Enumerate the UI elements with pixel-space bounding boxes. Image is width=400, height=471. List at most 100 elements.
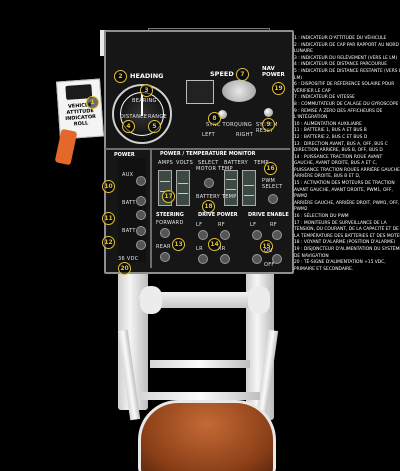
legend-item: PWM2	[294, 207, 308, 213]
legend-item: DIRECTION ARRIÈRE, BUS B, OFF, BUS D	[294, 148, 383, 154]
legend-item: 14 : PUISSANCE TRACTION ROUE AVANT	[294, 154, 383, 160]
badge-3: 3	[140, 84, 153, 97]
batt2-label: BATT 2	[122, 228, 142, 234]
right-label: RIGHT	[236, 132, 254, 138]
aux-label: AUX	[122, 172, 134, 178]
drive-power-rf-switch[interactable]	[220, 230, 230, 240]
hand-controller-knob-right[interactable]	[248, 286, 270, 314]
badge-19: 19	[272, 82, 285, 95]
legend-item: 6 : DISPOSITIF DE RÉFÉRENCE SOLAIRE POUR	[294, 82, 395, 88]
sync-torquing-label: SYNC TORQUING	[206, 122, 253, 128]
pwm-select-switch[interactable]	[268, 194, 278, 204]
batt1-breaker-b[interactable]	[136, 210, 146, 220]
legend-item: 3 : INDICATEUR DU RELÈVEMENT (VERS LE LM…	[294, 55, 398, 61]
system-reset-button[interactable]	[264, 108, 273, 117]
vdc-label: 36 VDC	[118, 256, 139, 262]
legend-item: 13 : DIRECTION AVANT, BUS A, OFF, BUS C	[294, 141, 388, 147]
legend-item: GAUCHE, AVANT DROITE, BUS A ET C,	[294, 161, 377, 167]
badge-14: 14	[208, 238, 221, 251]
drive-rr-label: RR	[218, 246, 226, 252]
drive-enable-rf-switch[interactable]	[272, 230, 282, 240]
legend-item: 4 : INDICATEUR DE DISTANCE PARCOURUE	[294, 62, 388, 68]
legend-item: LA TEMPÉRATURE DES BATTERIES ET DES MOTE…	[294, 233, 400, 239]
batt1-breaker-a[interactable]	[136, 196, 146, 206]
legend-item: TENSION, DU COURANT, DE LA CAPACITÉ ET D…	[294, 227, 399, 233]
legend-item: 8 : COMMUTATEUR DE CALAGE DU GYROSCOPE	[294, 101, 399, 107]
orange-tether	[54, 128, 78, 166]
range-label: RANGE	[148, 114, 167, 120]
battery-temp-label: BATTERY TEMP	[196, 194, 237, 200]
batt2-breaker-b[interactable]	[136, 240, 146, 250]
drive-power-label: DRIVE POWER	[198, 212, 238, 218]
drive-power-rr-switch[interactable]	[220, 254, 230, 264]
badge-12: 12	[102, 236, 115, 249]
legend-item: 20 : TÉ-SIGNE D'ALIMENTATION +15 VDC,	[294, 260, 386, 266]
legend-item: 5 : INDICATEUR DE DISTANCE RESTANTE (VER…	[294, 68, 400, 74]
legend-item: ARRIÈRE DROITE, BUS B ET D,	[294, 174, 361, 180]
select-label: SELECT	[198, 160, 219, 166]
volts-label: VOLTS	[176, 160, 194, 166]
legend-item: 7 : INDICATEUR DE VITESSE	[294, 95, 355, 101]
legend-item: 12 : BATTERIE 2, BUS C ET BUS D	[294, 134, 368, 140]
hand-controller-bar[interactable]	[138, 292, 266, 308]
badge-2: 2	[114, 70, 127, 83]
badge-11: 11	[102, 212, 115, 225]
steering-label: STEERING	[156, 212, 184, 218]
volts-meter	[176, 170, 190, 206]
legend-item: DE NAVIGATION	[294, 253, 329, 259]
legend-item: LM)	[294, 75, 302, 81]
distance-label: DISTANCE	[120, 114, 148, 120]
speed-meter	[222, 80, 256, 102]
legend-item: 11 : BATTERIE 1, BUS A ET BUS B	[294, 128, 367, 134]
badge-15: 15	[260, 240, 273, 253]
legend-item: 17 : MONITEURS DE SURVEILLANCE DE LA	[294, 220, 387, 226]
power-temp-monitor-label: POWER / TEMPERATURE MONITOR	[160, 151, 256, 157]
drive-enable-rr-switch[interactable]	[272, 254, 282, 264]
drive-lr-label: LR	[196, 246, 203, 252]
badge-16: 16	[264, 162, 277, 175]
heading-needle	[141, 94, 143, 116]
legend-item: ARRIÈRE GAUCHE, ARRIÈRE DROIT, PWM1, OFF…	[294, 200, 400, 206]
monitor-select-switch[interactable]	[204, 178, 214, 188]
steering-rear-switch[interactable]	[160, 252, 170, 262]
battery-meter	[224, 170, 238, 206]
badge-9: 9	[262, 118, 275, 131]
seat-crossbar-low	[140, 392, 260, 400]
legend-item: 16 : SÉLECTION DU PWM	[294, 214, 349, 220]
amps-label: AMPS	[158, 160, 174, 166]
badge-18: 18	[202, 200, 215, 213]
badge-13: 13	[172, 238, 185, 251]
badge-8: 8	[208, 112, 221, 125]
batt2-breaker-a[interactable]	[136, 226, 146, 236]
hand-controller-knob-left[interactable]	[140, 286, 162, 314]
panel-divider-vertical	[150, 148, 152, 268]
enable-lf-label: LF	[250, 222, 257, 228]
left-label: LEFT	[202, 132, 215, 138]
badge-5: 5	[148, 120, 161, 133]
drive-enable-label: DRIVE ENABLE	[248, 212, 289, 218]
legend-item: 15 : ACTIVATION DES MOTEURS DE TRACTION	[294, 181, 395, 187]
drive-power-lf-switch[interactable]	[198, 230, 208, 240]
temp-meter	[242, 170, 256, 206]
sync-torquing-switch[interactable]	[218, 110, 227, 119]
enable-on-label: ON	[264, 248, 273, 254]
nav-power-label: NAV POWER	[262, 66, 285, 78]
drive-power-lr-switch[interactable]	[198, 254, 208, 264]
legend-item: 2 : INDICATEUR DE CAP PAR RAPPORT AU NOR…	[294, 42, 399, 48]
steering-forward-switch[interactable]	[160, 228, 170, 238]
badge-17: 17	[162, 190, 175, 203]
forward-label: FORWARD	[156, 220, 184, 226]
legend-item: PUISSANCE TRACTION ROUES ARRIÈRE GAUCHE,	[294, 167, 400, 173]
drive-rf-label: RF	[218, 222, 225, 228]
badge-1: 1	[86, 96, 99, 109]
heading-label: HEADING	[130, 72, 164, 80]
drive-enable-lf-switch[interactable]	[252, 230, 262, 240]
drive-enable-lr-switch[interactable]	[252, 254, 262, 264]
aux-breaker[interactable]	[136, 176, 146, 186]
panel-divider-horizontal	[105, 148, 290, 150]
badge-4: 4	[122, 120, 135, 133]
speed-label: SPEED	[210, 70, 234, 78]
legend-item: AVANT GAUCHE, AVANT DROITE, PWM1, OFF,	[294, 187, 393, 193]
